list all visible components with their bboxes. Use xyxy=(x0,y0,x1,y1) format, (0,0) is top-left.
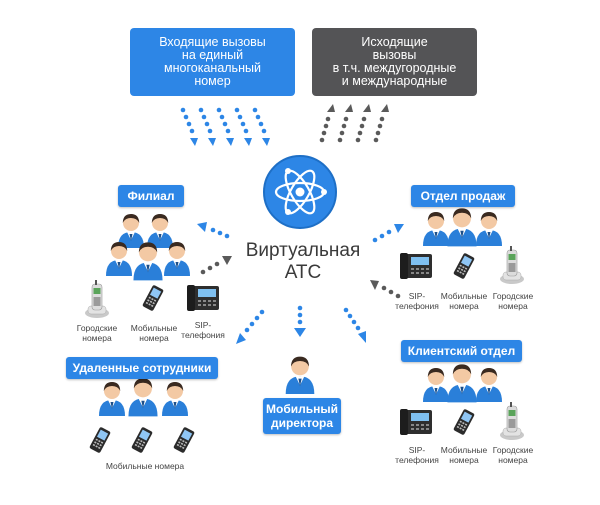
arrow-from-sales xyxy=(370,280,401,299)
remote-people xyxy=(99,378,188,417)
branch-people xyxy=(106,214,190,281)
branch-city-caption-1: Городские xyxy=(76,323,118,333)
branch-city-caption-2: номера xyxy=(82,333,112,343)
director-label: Мобильный директора xyxy=(263,398,341,434)
outgoing-calls-banner: Исходящие вызовы в т.ч. междугородные и … xyxy=(312,28,477,96)
branch-label: Филиал xyxy=(118,185,184,207)
sales-sip-caption-1: SIP- xyxy=(408,291,426,301)
incoming-arrows xyxy=(180,107,270,146)
branch-sip-caption: SIP- телефония xyxy=(178,320,228,340)
sales-mobile-caption-1: Мобильные xyxy=(440,291,488,301)
sales-city-caption-1: Городские xyxy=(492,291,534,301)
incoming-line-4: номер xyxy=(194,74,231,88)
arrow-from-branch xyxy=(200,256,232,275)
atom-icon xyxy=(263,155,337,229)
director-label-line-1: Мобильный xyxy=(266,402,338,416)
sales-sip-caption: SIP- телефония xyxy=(393,291,441,311)
branch-devices xyxy=(84,279,219,319)
outgoing-line-1: Исходящие xyxy=(361,35,428,49)
sales-devices xyxy=(400,245,525,285)
outgoing-line-3: в т.ч. междугородные xyxy=(332,61,457,75)
director-label-line-2: директора xyxy=(270,416,334,430)
outgoing-line-4: и международные xyxy=(341,74,448,88)
sales-city-caption-2: номера xyxy=(498,301,528,311)
arrow-to-director xyxy=(294,305,306,337)
arrow-to-branch xyxy=(197,222,230,239)
arrow-to-clients xyxy=(343,307,366,343)
incoming-line-1: Входящие вызовы xyxy=(159,35,266,49)
incoming-calls-banner: Входящие вызовы на единый многоканальный… xyxy=(130,28,295,96)
clients-sip-caption: SIP- телефония xyxy=(393,445,441,465)
clients-sip-caption-1: SIP- xyxy=(408,445,426,455)
clients-mobile-caption-2: номера xyxy=(449,455,479,465)
branch-sip-caption-1: SIP- xyxy=(194,320,212,330)
clients-mobile-caption: Мобильные номера xyxy=(438,445,490,465)
clients-city-caption: Городские номера xyxy=(488,445,538,465)
sales-people xyxy=(423,208,502,247)
incoming-line-3: многоканальный xyxy=(164,61,261,75)
center-title: Виртуальная АТС xyxy=(238,240,368,284)
sales-city-caption: Городские номера xyxy=(488,291,538,311)
clients-city-caption-1: Городские xyxy=(492,445,534,455)
center-title-line-1: Виртуальная xyxy=(245,240,361,261)
remote-label: Удаленные сотрудники xyxy=(66,357,218,379)
clients-label: Клиентский отдел xyxy=(401,340,522,362)
arrow-to-remote xyxy=(236,309,265,344)
branch-mobile-caption: Мобильные номера xyxy=(128,323,180,343)
branch-sip-caption-2: телефония xyxy=(181,330,225,340)
remote-devices xyxy=(89,426,195,454)
sales-mobile-caption: Мобильные номера xyxy=(438,291,490,311)
clients-sip-caption-2: телефония xyxy=(395,455,439,465)
branch-mobile-caption-1: Мобильные xyxy=(130,323,178,333)
sales-label: Отдел продаж xyxy=(411,185,515,207)
outgoing-arrows xyxy=(319,104,389,143)
center-title-line-2: АТС xyxy=(284,262,322,283)
incoming-line-2: на единый xyxy=(181,48,244,62)
branch-mobile-caption-2: номера xyxy=(139,333,169,343)
clients-devices xyxy=(400,401,525,441)
sales-mobile-caption-2: номера xyxy=(449,301,479,311)
remote-mobile-caption: Мобильные номера xyxy=(105,461,185,471)
clients-people xyxy=(423,364,502,403)
clients-mobile-caption-1: Мобильные xyxy=(440,445,488,455)
arrow-to-sales xyxy=(372,224,404,243)
sales-sip-caption-2: телефония xyxy=(395,301,439,311)
director-person xyxy=(285,356,315,394)
branch-city-caption: Городские номера xyxy=(72,323,122,343)
clients-city-caption-2: номера xyxy=(498,455,528,465)
outgoing-line-2: вызовы xyxy=(372,48,417,62)
